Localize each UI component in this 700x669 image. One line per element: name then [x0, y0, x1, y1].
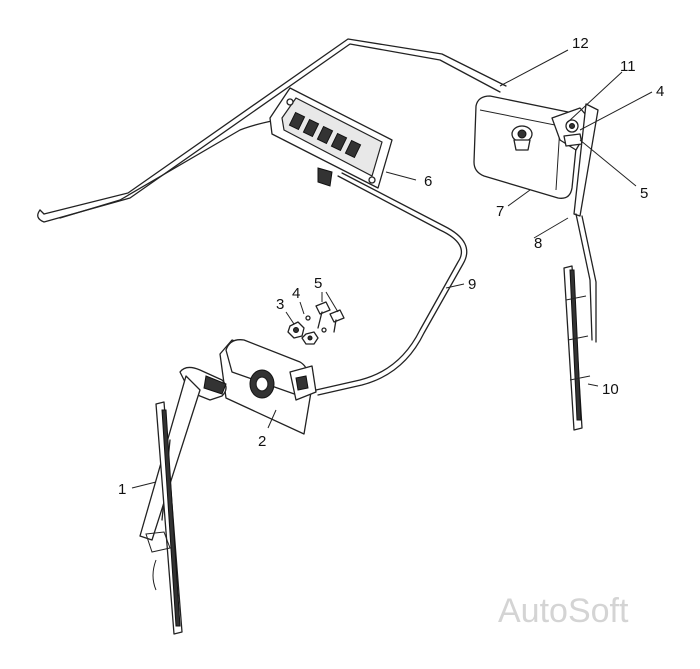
callout-12: 12	[572, 35, 589, 52]
callout-2: 2	[258, 433, 266, 450]
callout-8: 8	[534, 235, 542, 252]
callout-labels: 1 2 3 4 5 6 7 8 9 10 11 12 4 5	[118, 35, 664, 498]
fasteners-center	[287, 301, 345, 345]
callout-5-center: 5	[314, 275, 322, 292]
left-wiper-arm-1	[139, 366, 227, 541]
callout-10: 10	[602, 381, 619, 398]
right-wiper-blade-10	[563, 265, 591, 431]
callout-1: 1	[118, 481, 126, 498]
callout-5-right: 5	[640, 185, 648, 202]
switch-panel-6	[269, 87, 393, 189]
wiper-motor-2	[219, 339, 317, 435]
callout-11: 11	[620, 58, 636, 75]
callout-9: 9	[468, 276, 476, 293]
washer-hose-12	[37, 38, 507, 223]
callout-4-right: 4	[656, 83, 664, 100]
callout-4-center: 4	[292, 285, 300, 302]
callout-7: 7	[496, 203, 504, 220]
watermark-text: AutoSoft	[498, 592, 629, 630]
callout-3: 3	[276, 296, 284, 313]
washer-reservoir-7	[473, 95, 579, 199]
right-wiper-arm-8	[573, 103, 599, 343]
left-wiper-blade	[145, 401, 183, 635]
leader-lines	[131, 49, 653, 489]
callout-6: 6	[424, 173, 432, 190]
